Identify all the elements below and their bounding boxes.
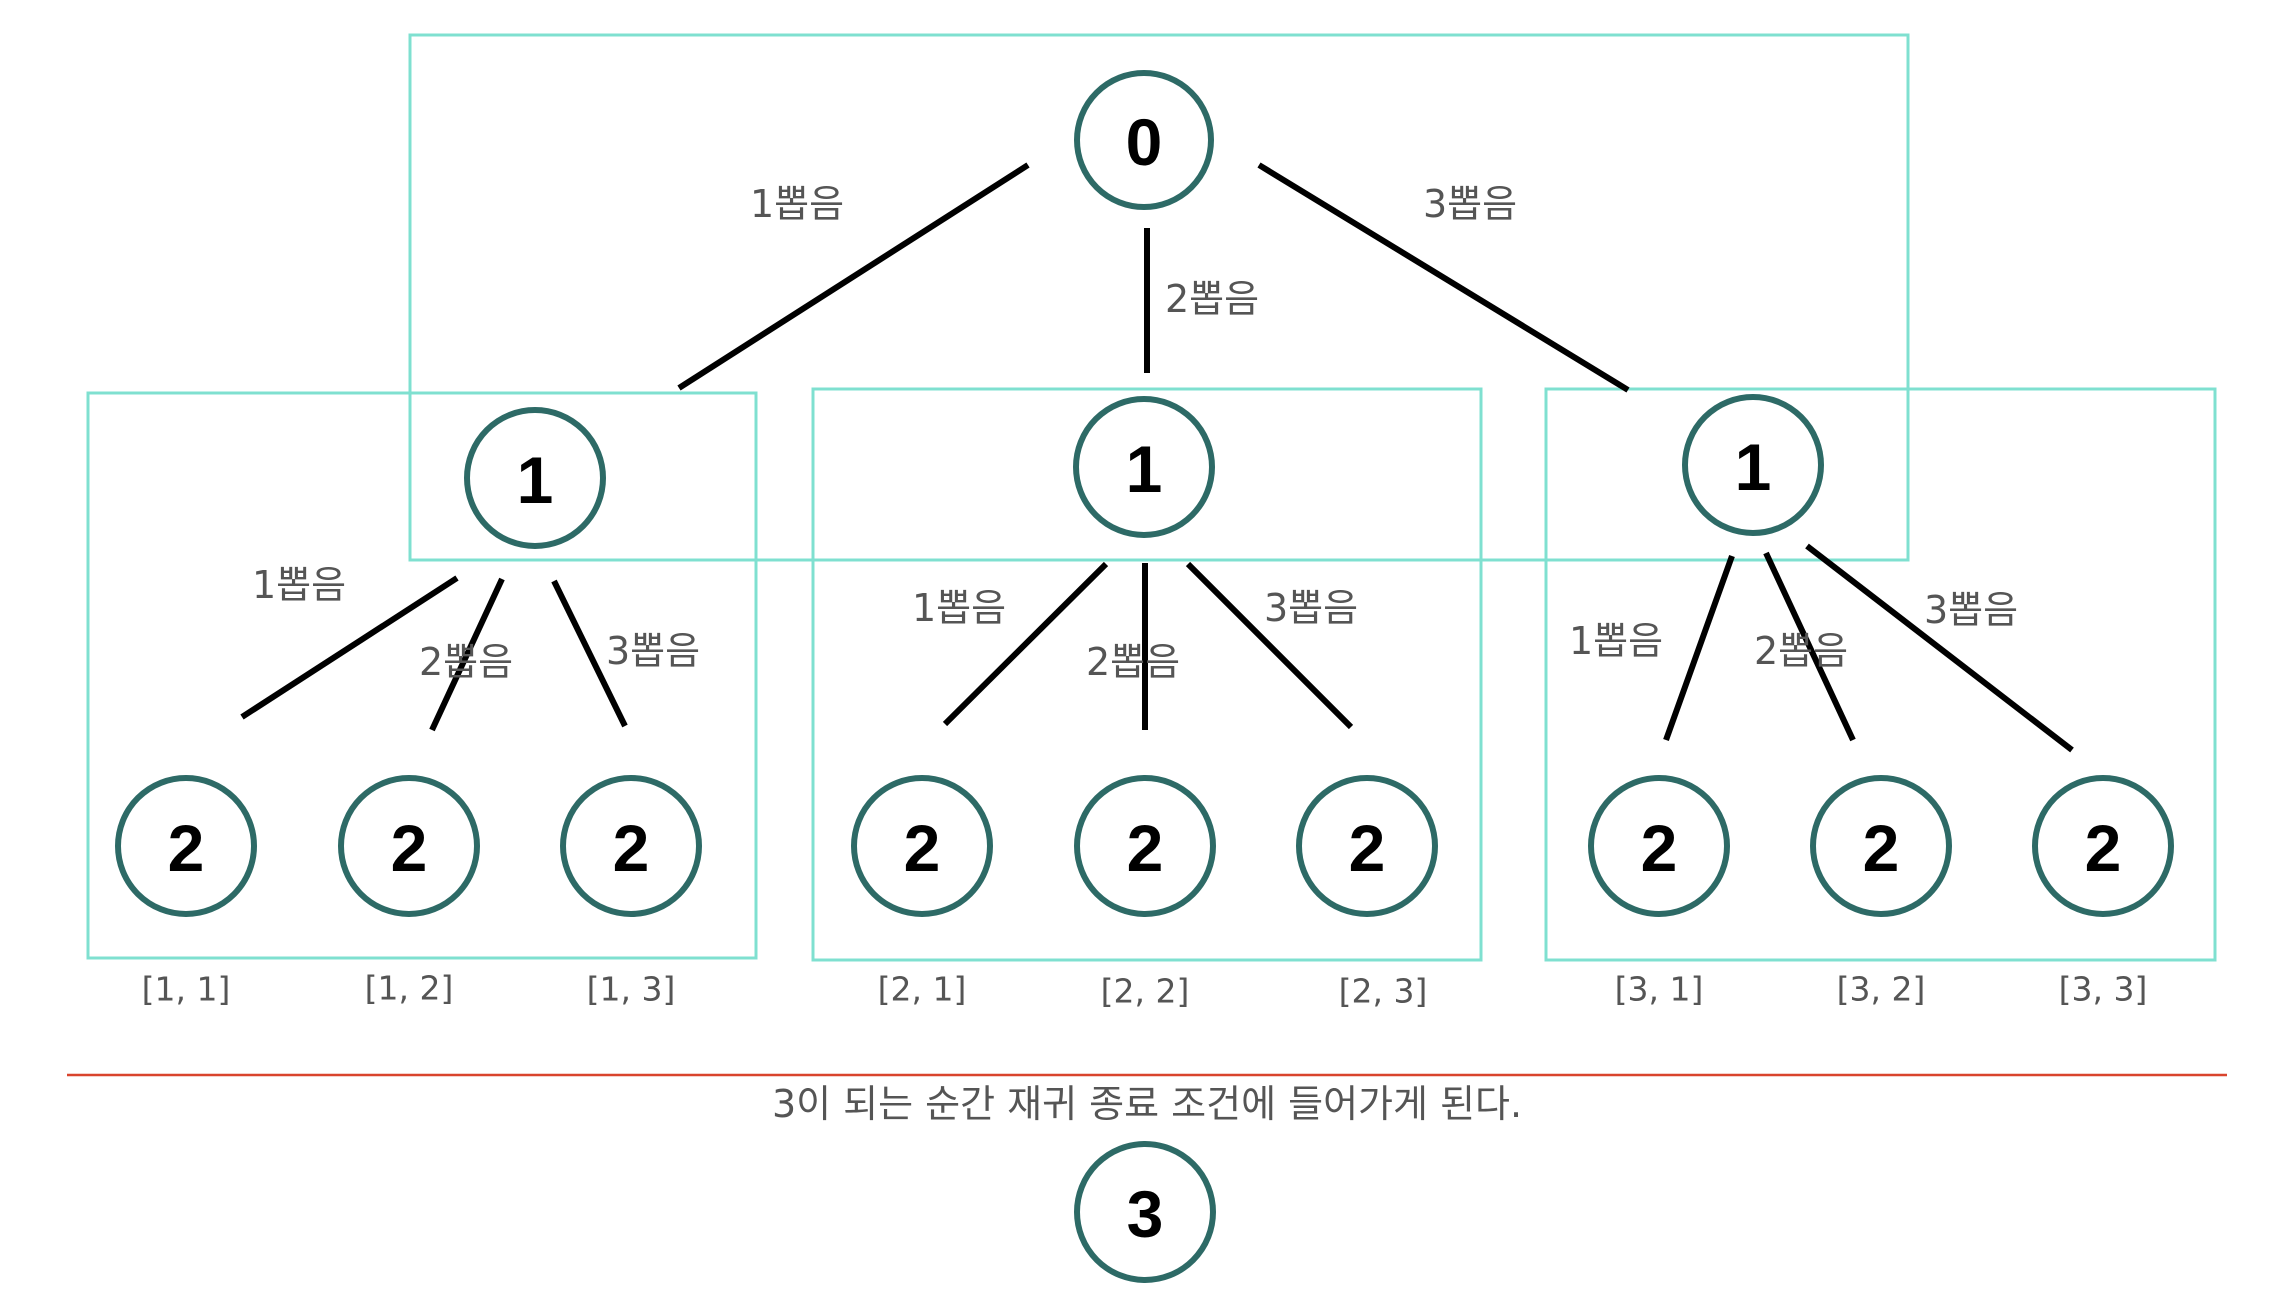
level2-node-1-3-label: 2 [613, 811, 650, 885]
g2-edge-label-3: 3뽑음 [1264, 586, 1358, 630]
edge-root-to-node-3 [1257, 162, 1630, 393]
level1-node-1: 1 [464, 407, 606, 549]
level1-node-3: 1 [1682, 394, 1824, 536]
root-edge-label-3: 3뽑음 [1423, 182, 1517, 226]
level2-node-3-2: 2 [1810, 775, 1952, 917]
level2-node-3-3-label: 2 [2085, 811, 2122, 885]
root-edge-label-2: 2뽑음 [1165, 277, 1259, 321]
level2-node-2-1-label: 2 [904, 811, 941, 885]
group-box-3 [1544, 387, 2217, 962]
edge-root-to-node-1 [677, 162, 1030, 391]
terminal-node: 3 [1074, 1141, 1216, 1283]
g1-edge-label-2: 2뽑음 [419, 640, 513, 684]
g3-edge-label-1: 1뽑음 [1569, 619, 1663, 663]
root-node-label: 0 [1126, 105, 1163, 179]
group-box-1 [86, 391, 758, 960]
path-label-3-1: [3, 1] [1615, 970, 1704, 1009]
level2-node-1-1-label: 2 [168, 811, 205, 885]
level2-node-3-3: 2 [2032, 775, 2174, 917]
g1-edge-label-3: 3뽑음 [606, 629, 700, 673]
caption-text: 3이 되는 순간 재귀 종료 조건에 들어가게 된다. [772, 1082, 1522, 1126]
level1-node-3-label: 1 [1735, 430, 1772, 504]
root-group-box [408, 33, 1910, 562]
level1-node-2: 1 [1073, 396, 1215, 538]
level2-node-1-2-label: 2 [391, 811, 428, 885]
level2-node-1-2: 2 [338, 775, 480, 917]
terminal-node-label: 3 [1127, 1177, 1164, 1251]
root-edge-label-1: 1뽑음 [750, 182, 844, 226]
level2-node-2-1: 2 [851, 775, 993, 917]
root-node: 0 [1074, 70, 1214, 210]
level2-node-2-2-label: 2 [1127, 811, 1164, 885]
path-label-1-3: [1, 3] [587, 970, 676, 1009]
path-label-1-2: [1, 2] [365, 969, 454, 1008]
level2-node-3-1-label: 2 [1641, 811, 1678, 885]
edge-g3-to-child-1 [1663, 554, 1735, 742]
level2-node-1-3: 2 [560, 775, 702, 917]
path-label-1-1: [1, 1] [142, 970, 231, 1009]
edge-g1-to-child-3 [551, 579, 628, 728]
g3-edge-label-3: 3뽑음 [1924, 588, 2018, 632]
level2-node-2-3-label: 2 [1349, 811, 1386, 885]
level1-node-1-label: 1 [517, 443, 554, 517]
level2-node-2-3: 2 [1296, 775, 1438, 917]
level2-node-2-2: 2 [1074, 775, 1216, 917]
edge-g1-to-child-1 [240, 575, 459, 720]
path-label-3-3: [3, 3] [2059, 970, 2148, 1009]
edge-g3-to-child-3 [1805, 543, 2074, 753]
g2-edge-label-2: 2뽑음 [1086, 640, 1180, 684]
group-box-2 [811, 387, 1483, 962]
edge-g3-to-child-2 [1763, 551, 1856, 742]
g3-edge-label-2: 2뽑음 [1754, 629, 1848, 673]
path-label-2-2: [2, 2] [1101, 972, 1190, 1011]
level2-node-3-2-label: 2 [1863, 811, 1900, 885]
path-label-2-1: [2, 1] [878, 970, 967, 1009]
level1-node-2-label: 1 [1126, 432, 1163, 506]
g1-edge-label-1: 1뽑음 [252, 563, 346, 607]
g2-edge-label-1: 1뽑음 [912, 586, 1006, 630]
edge-g2-to-child-1 [942, 561, 1109, 727]
edge-g1-to-child-2 [429, 577, 505, 732]
path-label-2-3: [2, 3] [1339, 972, 1428, 1011]
level2-node-3-1: 2 [1588, 775, 1730, 917]
path-label-3-2: [3, 2] [1837, 970, 1926, 1009]
level2-node-1-1: 2 [115, 775, 257, 917]
edge-g2-to-child-3 [1185, 561, 1354, 730]
